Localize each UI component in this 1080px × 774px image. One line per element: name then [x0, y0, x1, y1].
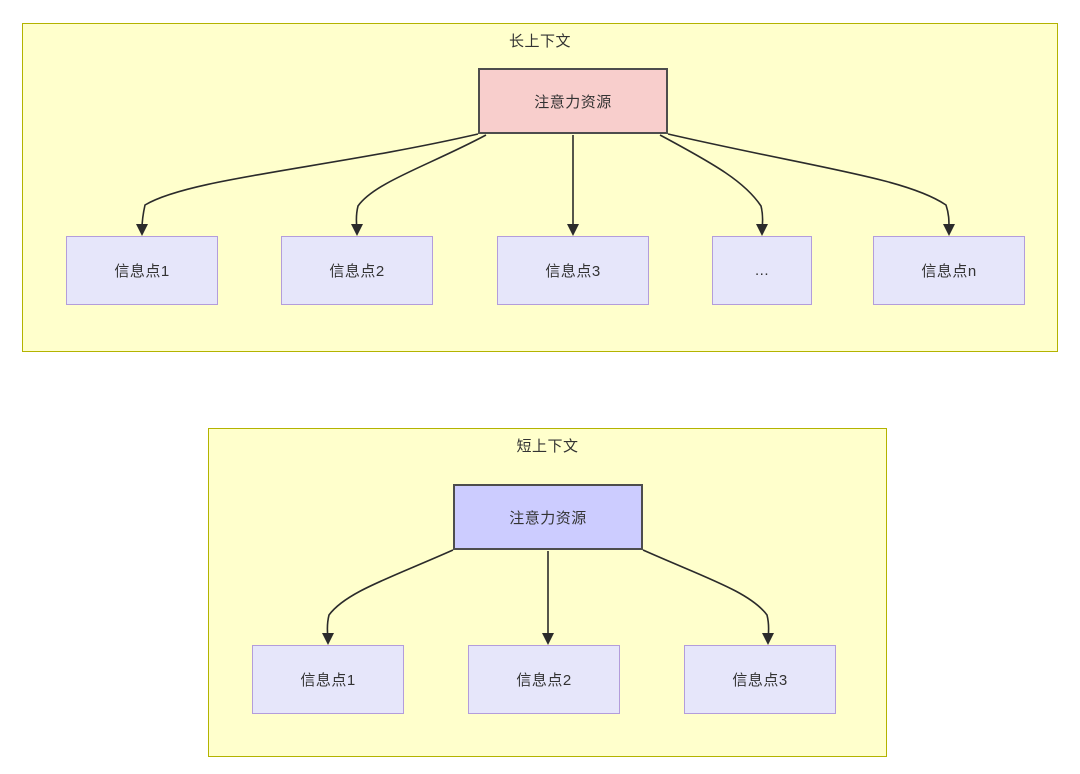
long-context-leaf-1-label: 信息点1	[114, 263, 170, 280]
long-context-leaf-ellipsis[interactable]: ...	[712, 236, 812, 305]
short-context-leaf-2-label: 信息点2	[516, 672, 572, 689]
panel-long-context-title: 长上下文	[508, 33, 571, 50]
long-context-leaf-2-label: 信息点2	[329, 263, 385, 280]
short-context-leaf-1-label: 信息点1	[300, 672, 356, 689]
short-context-root-node[interactable]: 注意力资源	[453, 484, 643, 550]
long-context-leaf-ellipsis-label: ...	[754, 262, 769, 279]
long-context-leaf-3-label: 信息点3	[545, 263, 601, 280]
long-context-leaf-3[interactable]: 信息点3	[497, 236, 649, 305]
long-context-leaf-1[interactable]: 信息点1	[66, 236, 218, 305]
long-context-root-node[interactable]: 注意力资源	[478, 68, 668, 134]
short-context-leaf-1[interactable]: 信息点1	[252, 645, 404, 714]
long-context-leaf-n[interactable]: 信息点n	[873, 236, 1025, 305]
short-context-leaf-3-label: 信息点3	[732, 672, 788, 689]
short-context-root-label: 注意力资源	[509, 509, 587, 527]
long-context-root-label: 注意力资源	[534, 93, 612, 111]
long-context-leaf-2[interactable]: 信息点2	[281, 236, 433, 305]
short-context-leaf-3[interactable]: 信息点3	[684, 645, 836, 714]
long-context-leaf-n-label: 信息点n	[921, 263, 977, 280]
panel-short-context-title: 短上下文	[516, 438, 579, 455]
short-context-leaf-2[interactable]: 信息点2	[468, 645, 620, 714]
